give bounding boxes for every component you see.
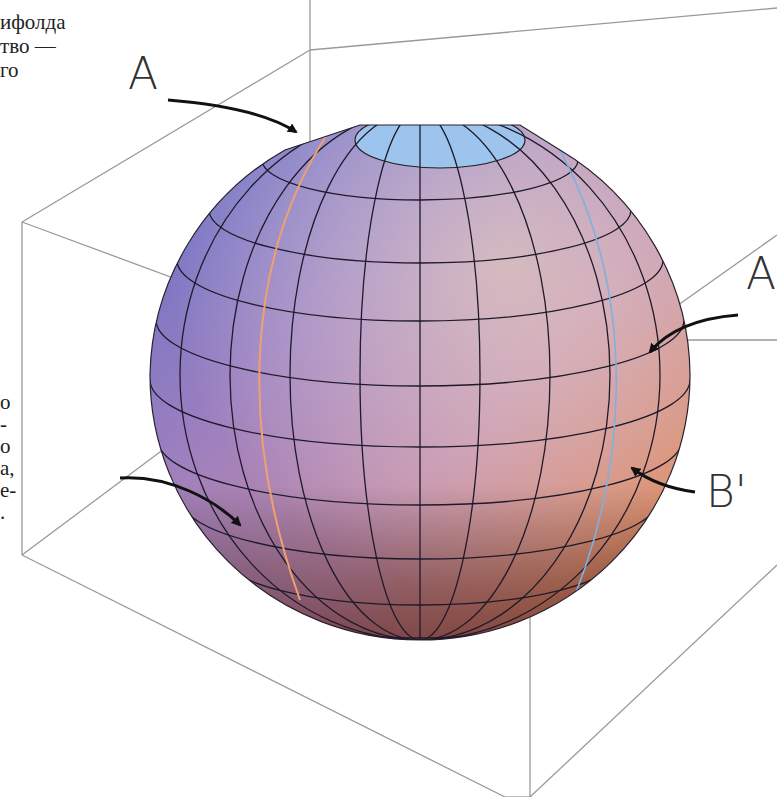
text-fragment: - [0,414,7,435]
text-fragment: е- [0,480,16,501]
ellipsoid-body [140,100,700,650]
text-fragment: го [0,60,19,81]
text-fragment: о [0,392,11,413]
ellipsoid-outline [150,125,690,640]
point-label: B' [706,470,747,514]
text-fragment: а, [0,458,15,479]
text-fragment: ифолда [0,12,66,33]
text-fragment: о [0,436,11,457]
pointer-arrow [120,100,738,525]
text-fragment: . [0,502,5,523]
cube-wireframe [505,796,530,797]
point-label: A [746,252,776,296]
point-label: A [128,52,158,96]
cube-wireframe [22,0,777,797]
text-fragment: тво — [0,36,56,57]
